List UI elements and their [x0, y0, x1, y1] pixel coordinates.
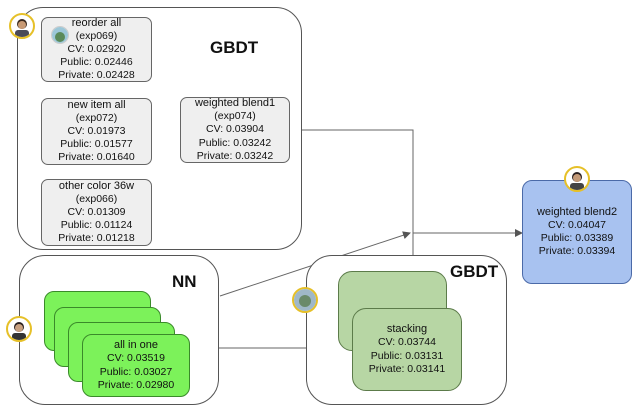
node-new-item-all-id: (exp072)	[75, 111, 118, 124]
avatar-stacking	[292, 287, 318, 313]
node-weighted-blend2-private: Private: 0.03394	[538, 245, 616, 258]
node-all-in-one-public: Public: 0.03027	[99, 365, 173, 378]
gbdt-group-title: GBDT	[210, 38, 259, 57]
node-weighted-blend1-cv: CV: 0.03904	[206, 123, 264, 136]
node-weighted-blend1-private: Private: 0.03242	[196, 149, 274, 162]
node-weighted-blend2: weighted blend2 CV: 0.04047 Public: 0.03…	[522, 180, 632, 284]
node-stacking-title: stacking	[386, 323, 428, 336]
node-stacking-cv: CV: 0.03744	[378, 336, 436, 349]
node-all-in-one-title: all in one	[113, 339, 159, 352]
node-other-color-id: (exp066)	[75, 192, 118, 205]
node-all-in-one: all in one CV: 0.03519 Public: 0.03027 P…	[82, 334, 190, 397]
node-new-item-all-title: new item all	[67, 98, 126, 111]
avatar-top-left	[9, 13, 35, 39]
node-new-item-all-public: Public: 0.01577	[60, 138, 133, 151]
node-weighted-blend1: weighted blend1 (exp074) CV: 0.03904 Pub…	[180, 97, 290, 163]
node-reorder-all-title: reorder all	[71, 16, 122, 29]
node-stacking-public: Public: 0.03131	[370, 349, 444, 362]
edge-blend1-to-merge	[290, 129, 414, 298]
node-new-item-all-private: Private: 0.01640	[58, 151, 135, 164]
avatar-final	[564, 166, 590, 192]
node-reorder-all-public: Public: 0.02446	[60, 56, 133, 69]
node-new-item-all: new item all (exp072) CV: 0.01973 Public…	[41, 98, 152, 165]
node-other-color-title: other color 36w	[58, 179, 135, 192]
node-weighted-blend2-cv: CV: 0.04047	[548, 218, 606, 231]
node-reorder-all-id: (exp069)	[75, 29, 118, 42]
nn-group-title: NN	[172, 272, 197, 291]
node-weighted-blend1-title: weighted blend1	[194, 97, 276, 109]
node-other-color-public: Public: 0.01124	[60, 219, 133, 232]
node-new-item-all-cv: CV: 0.01973	[67, 124, 126, 137]
node-all-in-one-cv: CV: 0.03519	[107, 352, 165, 365]
node-stacking-private: Private: 0.03141	[368, 362, 446, 375]
avatar-nn	[6, 316, 32, 342]
node-other-color-36w: other color 36w (exp066) CV: 0.01309 Pub…	[41, 179, 152, 246]
avatar-reorder-all	[51, 26, 69, 44]
node-weighted-blend2-public: Public: 0.03389	[540, 232, 614, 244]
node-all-in-one-private: Private: 0.02980	[97, 378, 175, 391]
stacking-group-title: GBDT	[450, 262, 499, 281]
node-reorder-all-cv: CV: 0.02920	[67, 42, 126, 55]
node-weighted-blend1-public: Public: 0.03242	[198, 136, 272, 149]
node-stacking: stacking CV: 0.03744 Public: 0.03131 Pri…	[352, 308, 462, 391]
node-weighted-blend2-title: weighted blend2	[536, 205, 618, 218]
node-weighted-blend1-id: (exp074)	[214, 110, 256, 123]
node-other-color-private: Private: 0.01218	[58, 232, 135, 245]
node-reorder-all-private: Private: 0.02428	[58, 69, 135, 82]
node-other-color-cv: CV: 0.01309	[67, 205, 126, 218]
